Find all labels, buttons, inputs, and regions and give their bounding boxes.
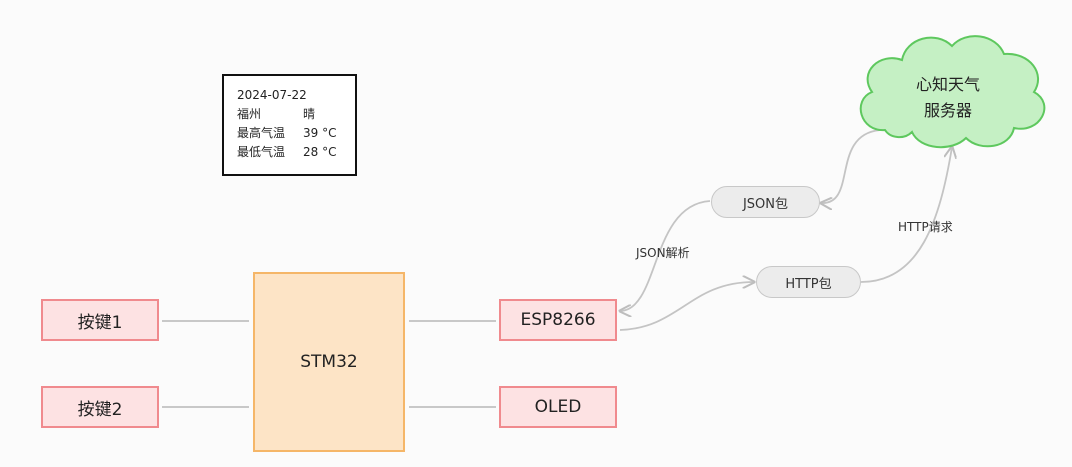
key2-node: 按键2: [41, 386, 159, 428]
edge-label-json-parse: JSON解析: [636, 246, 690, 260]
edge-json-esp8266: [620, 200, 711, 311]
weather-info-panel: 2024-07-22 福州 晴 最高气温 39 °C 最低气温 28 °C: [222, 74, 357, 176]
server-label-line2: 服务器: [923, 101, 972, 120]
edge-label-http-request: HTTP请求: [898, 220, 953, 234]
key1-node: 按键1: [41, 299, 159, 341]
info-weather: 晴: [303, 107, 316, 121]
esp8266-node: ESP8266: [499, 299, 617, 341]
server-label-line1: 心知天气: [915, 75, 980, 94]
info-high-row: 最高气温 39 °C: [237, 124, 355, 143]
http-packet-node: HTTP包: [756, 266, 861, 298]
info-high-label: 最高气温: [237, 126, 286, 140]
info-date: 2024-07-22: [237, 88, 307, 102]
server-node: 心知天气 服务器: [890, 72, 1006, 124]
info-city-row: 福州 晴: [237, 105, 355, 124]
stm32-node: STM32: [253, 272, 405, 452]
info-city: 福州: [237, 107, 262, 121]
info-high-value: 39 °C: [303, 126, 337, 140]
json-packet-node: JSON包: [711, 186, 820, 218]
oled-node: OLED: [499, 386, 617, 428]
edge-esp8266-http: [619, 282, 754, 331]
edge-http-server: [860, 147, 952, 283]
info-low-value: 28 °C: [303, 145, 337, 159]
server-cloud-shape: [859, 35, 1046, 149]
info-low-row: 最低气温 28 °C: [237, 143, 355, 162]
edge-server-json: [821, 129, 881, 203]
info-low-label: 最低气温: [237, 145, 286, 159]
